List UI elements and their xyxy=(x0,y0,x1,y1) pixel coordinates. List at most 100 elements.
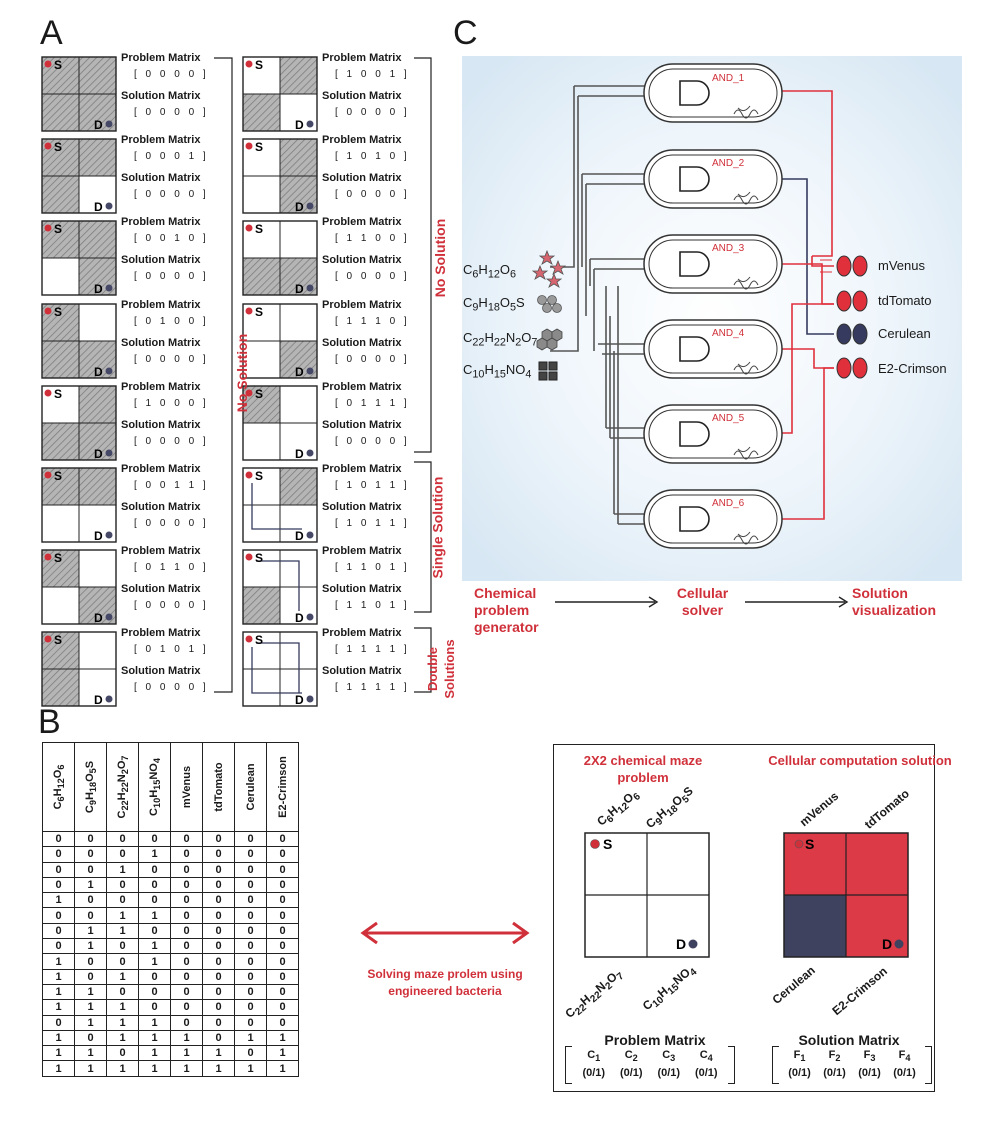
maze-tile-grid: SD xyxy=(41,549,117,625)
table-cell: 0 xyxy=(266,830,299,848)
destination-dot-icon xyxy=(105,613,113,621)
start-label: S xyxy=(255,58,263,72)
solution-cell xyxy=(784,833,846,895)
reporter-label-e2crimson: E2-Crimson xyxy=(878,361,947,376)
destination-label: D xyxy=(94,529,103,543)
chem-label-c6h12o6: C6H12O6 xyxy=(463,262,517,281)
truth-table-header: C9H18O5S xyxy=(74,742,107,832)
problem-matrix-values: [ 0 0 0 1 ] xyxy=(134,151,209,163)
table-cell: 0 xyxy=(42,1014,75,1031)
table-cell: 1 xyxy=(266,1045,299,1062)
matrix-variable: F2(0/1) xyxy=(823,1049,846,1080)
destination-label: D xyxy=(295,282,304,296)
matrix-variable: F1(0/1) xyxy=(788,1049,811,1080)
destination-dot-icon xyxy=(105,284,113,292)
hexagon-cluster-icon xyxy=(536,328,563,351)
blocked-cell xyxy=(243,258,280,296)
problem-matrix-values: [ 1 0 1 0 ] xyxy=(335,151,410,163)
table-cell: 0 xyxy=(266,983,299,1001)
table-cell: 0 xyxy=(266,861,299,878)
table-cell: 0 xyxy=(202,830,235,848)
table-cell: 0 xyxy=(138,922,171,940)
blocked-cell xyxy=(42,94,79,131)
panel-a-brackets xyxy=(214,57,432,693)
destination-dot-icon xyxy=(306,449,314,457)
table-cell: 1 xyxy=(74,938,107,955)
destination-dot-icon xyxy=(306,695,314,703)
start-label: S xyxy=(54,387,62,401)
start-label: S xyxy=(54,222,62,236)
maze-tile-grid: SD xyxy=(41,56,117,132)
table-cell: 0 xyxy=(170,846,203,863)
table-cell: 1 xyxy=(74,1014,107,1031)
destination-dot-icon xyxy=(306,120,314,128)
open-cell xyxy=(243,669,280,707)
table-cell: 1 xyxy=(138,938,171,955)
table-cell: 0 xyxy=(106,830,139,848)
table-cell: 1 xyxy=(106,907,139,924)
double-solutions-label: Double Solutions xyxy=(424,629,458,709)
table-cell: 1 xyxy=(106,968,139,985)
matrix-variable: F4(0/1) xyxy=(893,1049,916,1080)
problem-matrix-label: Problem Matrix xyxy=(322,463,402,475)
and-gates xyxy=(679,80,710,532)
solution-matrix-values: [ 1 0 1 1 ] xyxy=(335,518,410,529)
truth-table-header-text: C6H12O6 xyxy=(51,764,66,810)
maze-title: 2X2 chemical maze problem xyxy=(583,753,703,785)
start-label: S xyxy=(255,633,263,647)
table-cell: 0 xyxy=(170,830,203,848)
maze-tile-grid: SD xyxy=(242,385,318,461)
solution-matrix-label: Solution Matrix xyxy=(322,665,402,678)
table-cell: 0 xyxy=(202,953,235,970)
start-label: S xyxy=(255,387,263,401)
table-cell: 0 xyxy=(170,983,203,1001)
problem-matrix-label: Problem Matrix xyxy=(322,298,402,311)
table-cell: 1 xyxy=(266,1029,299,1047)
open-cell xyxy=(280,221,317,259)
table-cell: 1 xyxy=(138,1060,171,1077)
solution-cell xyxy=(784,895,846,957)
table-cell: 0 xyxy=(202,938,235,955)
solution-matrix-label: Solution Matrix xyxy=(322,501,402,513)
table-cell: 0 xyxy=(42,861,75,878)
destination-dot-icon xyxy=(306,367,314,375)
table-cell: 0 xyxy=(234,968,267,985)
problem-matrix-label: Problem Matrix xyxy=(121,52,201,64)
table-cell: 1 xyxy=(234,1029,267,1047)
table-cell: 0 xyxy=(234,999,267,1016)
start-label: S xyxy=(54,58,62,72)
solution-path xyxy=(251,642,302,695)
problem-matrix-label: Problem Matrix xyxy=(322,380,402,393)
table-cell: 0 xyxy=(202,968,235,985)
flow-chemical-problem-generator: Chemical problem generator xyxy=(474,585,539,635)
matrix-bracket-right xyxy=(925,1046,932,1084)
start-dot-icon xyxy=(44,635,52,643)
table-cell: 0 xyxy=(170,922,203,940)
start-label: S xyxy=(54,633,62,647)
table-cell: 0 xyxy=(106,938,139,955)
table-cell: 0 xyxy=(266,1014,299,1031)
destination-dot-icon xyxy=(105,367,113,375)
gate-label-3: AND_3 xyxy=(712,243,745,254)
table-cell: 0 xyxy=(266,907,299,924)
destination-dot-icon xyxy=(306,531,314,539)
destination-dot-icon xyxy=(105,202,113,210)
table-cell: 0 xyxy=(106,953,139,970)
table-cell: 1 xyxy=(42,999,75,1016)
table-cell: 0 xyxy=(202,907,235,924)
start-dot-icon xyxy=(245,307,253,315)
start-dot-icon xyxy=(590,839,600,849)
blocked-cell xyxy=(42,340,79,378)
start-label: S xyxy=(255,551,263,565)
